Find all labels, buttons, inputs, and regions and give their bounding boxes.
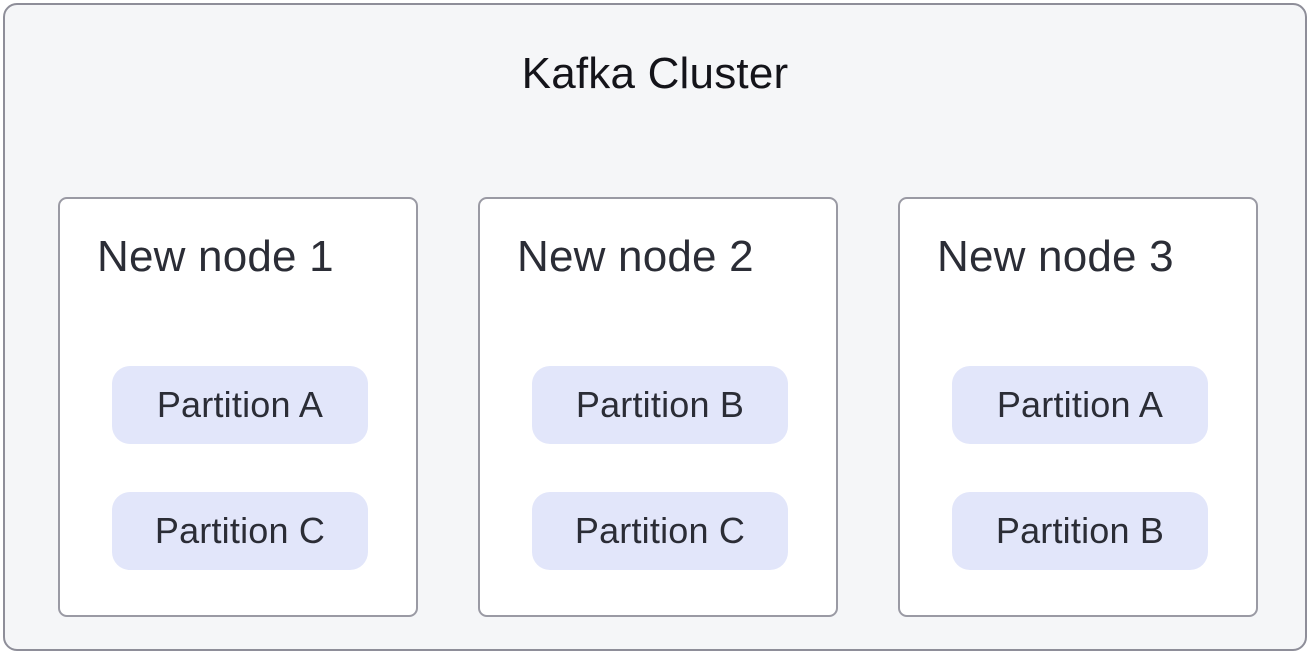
cluster-title: Kafka Cluster bbox=[521, 49, 789, 98]
partition-pill[interactable]: Partition A bbox=[112, 366, 368, 444]
partition-pill[interactable]: Partition B bbox=[532, 366, 788, 444]
node-card-2[interactable]: New node 2 Partition B Partition C bbox=[478, 197, 838, 617]
partition-label: Partition B bbox=[995, 510, 1165, 551]
node-title: New node 2 bbox=[517, 232, 754, 281]
partition-pill[interactable]: Partition C bbox=[112, 492, 368, 570]
nodes-row: New node 1 Partition A Partition C New n… bbox=[58, 197, 1258, 617]
partition-list: Partition A Partition B bbox=[952, 366, 1208, 570]
partition-label: Partition A bbox=[996, 384, 1164, 425]
kafka-cluster-container: Kafka Cluster New node 1 Partition A Par… bbox=[3, 3, 1307, 651]
node-card-1[interactable]: New node 1 Partition A Partition C bbox=[58, 197, 418, 617]
partition-label: Partition B bbox=[575, 384, 745, 425]
partition-label: Partition C bbox=[574, 510, 746, 551]
partition-pill[interactable]: Partition A bbox=[952, 366, 1208, 444]
partition-label: Partition A bbox=[156, 384, 324, 425]
partition-list: Partition A Partition C bbox=[112, 366, 368, 570]
node-title: New node 1 bbox=[97, 232, 334, 281]
partition-label: Partition C bbox=[154, 510, 326, 551]
partition-list: Partition B Partition C bbox=[532, 366, 788, 570]
node-title: New node 3 bbox=[937, 232, 1174, 281]
partition-pill[interactable]: Partition C bbox=[532, 492, 788, 570]
node-card-3[interactable]: New node 3 Partition A Partition B bbox=[898, 197, 1258, 617]
partition-pill[interactable]: Partition B bbox=[952, 492, 1208, 570]
